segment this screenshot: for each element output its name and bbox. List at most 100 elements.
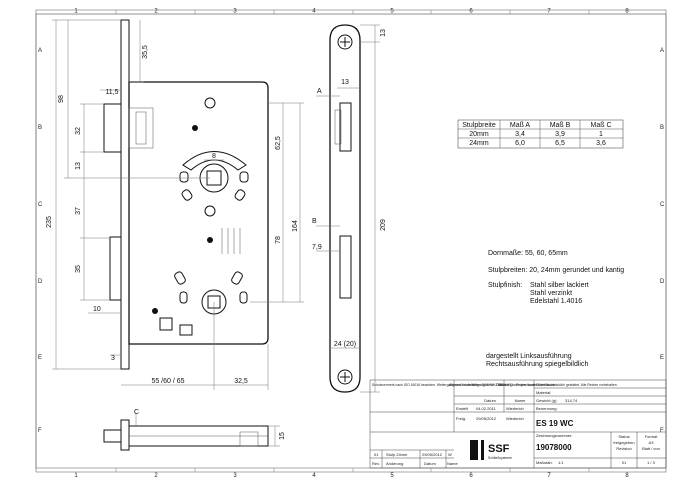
col-label-3-bottom: 3 [233, 473, 237, 479]
dim-10: 10 [93, 306, 101, 313]
title-block-lines [369, 379, 667, 469]
col-label-2-bottom: 2 [154, 473, 158, 479]
faceplate-bolt-opening [339, 235, 352, 299]
spec-finish-1: Stahl silber lackiert [530, 282, 589, 289]
col-label-8-top: 8 [625, 9, 629, 15]
spec-cell-r1-c1: 20mm [469, 131, 489, 138]
tb-change-rev: 01 [374, 452, 379, 457]
col-label-1-bottom: 1 [74, 473, 78, 479]
spec-finish-3: Edelstahl 1.4016 [530, 298, 582, 305]
tb-status-label: Status [618, 434, 629, 439]
lock-bottom-view [103, 419, 269, 451]
dim-11-5: 11,5 [105, 89, 118, 96]
latch-bolt [103, 103, 122, 153]
tb-change-hdr-text: Änderung [386, 461, 403, 466]
col-label-4-bottom: 4 [312, 473, 316, 479]
row-label-a-right: A [660, 48, 664, 54]
spec-header-stulpbreite: Stulpbreite [462, 122, 496, 129]
row-label-a-left: A [38, 48, 42, 54]
tb-erstellt-label: Erstellt [456, 406, 469, 411]
tb-erstellt-date: 04.02.2011 [476, 406, 496, 411]
faceplate-screw-bottom [337, 369, 353, 385]
spec-cell-r2-c4: 3,6 [596, 140, 606, 147]
dim-32-5: 32,5 [234, 378, 248, 385]
col-label-8-bottom: 8 [625, 473, 629, 479]
col-label-2-top: 2 [154, 9, 158, 15]
label-b: B [312, 218, 317, 225]
tb-zeichnungsnummer-label: Zeichnungsnummer: [536, 433, 572, 438]
hole-top [204, 97, 216, 109]
spec-stulpbreiten: Stulpbreiten: 20, 24mm gerundet und kant… [488, 267, 624, 274]
lock-body-front-view [103, 19, 269, 370]
tb-oberflaeche-label: Oberfläche: [536, 382, 557, 387]
follower-arc [182, 151, 247, 171]
dim-78: 78 [275, 236, 282, 244]
dim-164: 164 [292, 220, 299, 232]
tb-zeichnungsnummer-value: 19078000 [536, 443, 572, 452]
dim-13-face: 13 [341, 79, 349, 86]
note-rechtsausfuehrung: Rechtsausführung spiegelbildlich [486, 361, 588, 368]
faceplate-screw-top [337, 34, 353, 50]
dim-35-5: 35,5 [142, 45, 149, 59]
faceplate-dimension-lines [316, 24, 380, 393]
faceplate-outline [329, 24, 361, 393]
col-label-6-top: 6 [469, 9, 473, 15]
tb-tolerance: Allgemein-toleranzen DIN ISO 2768-mH [449, 383, 510, 387]
tb-change-hdr-date: Datum [424, 461, 436, 466]
faceplate-view [329, 24, 361, 393]
spec-finish-label: Stulpfinish: [488, 282, 522, 289]
tb-gewicht-value: 314,74 [565, 398, 578, 403]
row-label-c-right: C [660, 202, 665, 208]
spec-dornmasse: Dornmaße: 55, 60, 65mm [488, 250, 568, 257]
tb-revision-label: Revision [616, 446, 631, 451]
tb-benennung-label: Benennung: [536, 406, 558, 411]
dim-13-top: 13 [380, 29, 387, 37]
tb-blatt-value: 1 / 3 [647, 460, 656, 465]
lock-case-outline [128, 81, 269, 345]
label-c: C [134, 409, 139, 416]
row-label-d-right: D [660, 279, 665, 285]
dim-98: 98 [58, 95, 65, 103]
row-label-d-left: D [38, 279, 43, 285]
tb-copyright: Schutzvermerk nach ISO 16016 beachten. W… [372, 383, 618, 387]
dim-24-20: 24 (20) [334, 341, 356, 348]
tb-format-label: Format [645, 434, 659, 439]
dim-37: 37 [75, 207, 82, 215]
dim-235: 235 [46, 216, 53, 228]
dim-8: 8 [212, 153, 216, 160]
col-label-7-bottom: 7 [547, 473, 551, 479]
dead-bolt [109, 236, 122, 301]
dim-35: 35 [75, 265, 82, 273]
dim-62-5: 62,5 [275, 136, 282, 150]
tb-blatt-label: Blatt / von [642, 446, 660, 451]
left-dimension-lines [52, 19, 269, 390]
tb-format-value: A3 [649, 440, 655, 445]
row-label-c-left: C [38, 202, 43, 208]
note-linksausfuehrung: dargestellt Linksausführung [486, 353, 572, 360]
col-label-3-top: 3 [233, 9, 237, 15]
tb-surface: DIN 6 . T1 - Projmethode 1 [498, 383, 539, 387]
tb-gewicht-label: Gewicht (g): [536, 398, 558, 403]
spec-table [457, 119, 624, 149]
row-label-b-left: B [38, 125, 42, 131]
ssf-logo: SSF Schließsysteme [470, 440, 512, 460]
spec-header-mass-a: Maß A [510, 122, 531, 129]
tb-massstab-label: Maßstab: [536, 460, 553, 465]
hole-middle [204, 205, 216, 217]
tb-status-value: freigegeben [613, 440, 634, 445]
dim-55-60-65: 55 /60 / 65 [151, 378, 184, 385]
logo-text: SSF [488, 443, 510, 455]
spec-finish-2: Stahl verzinkt [530, 290, 572, 297]
spec-cell-r1-c4: 1 [599, 131, 603, 138]
tb-benennung-value: ES 19 WC [536, 419, 574, 428]
row-label-e-left: E [38, 355, 42, 361]
dim-3: 3 [111, 355, 115, 362]
col-label-5-bottom: 5 [390, 473, 394, 479]
row-label-f-left: F [38, 428, 42, 434]
tb-freig-label: Freig. [456, 416, 466, 421]
tb-change-date: 29/05/2012 [422, 452, 443, 457]
spec-header-mass-b: Maß B [550, 122, 571, 129]
row-label-e-right: E [660, 355, 664, 361]
tb-massstab-value: 1:1 [558, 460, 564, 465]
